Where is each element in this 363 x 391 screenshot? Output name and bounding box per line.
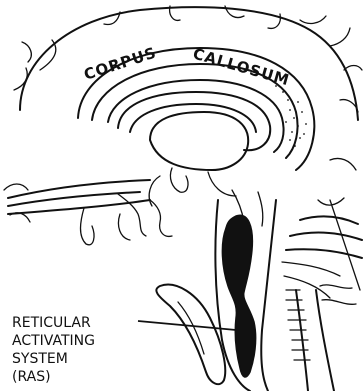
lower-loop [156, 285, 225, 385]
inner-structures [118, 92, 270, 206]
ras-label-line3: SYSTEM [12, 351, 68, 367]
ras-shape [222, 215, 255, 377]
optic-nerves [8, 180, 172, 245]
ras-label-line2: ACTIVATING [12, 333, 95, 349]
corpus-label: CORPUS [82, 43, 159, 83]
ras-label-line1: RETICULAR [12, 315, 91, 331]
ras-label-line4: (RAS) [12, 369, 51, 385]
cerebellum-and-spinal-cord [282, 200, 362, 391]
